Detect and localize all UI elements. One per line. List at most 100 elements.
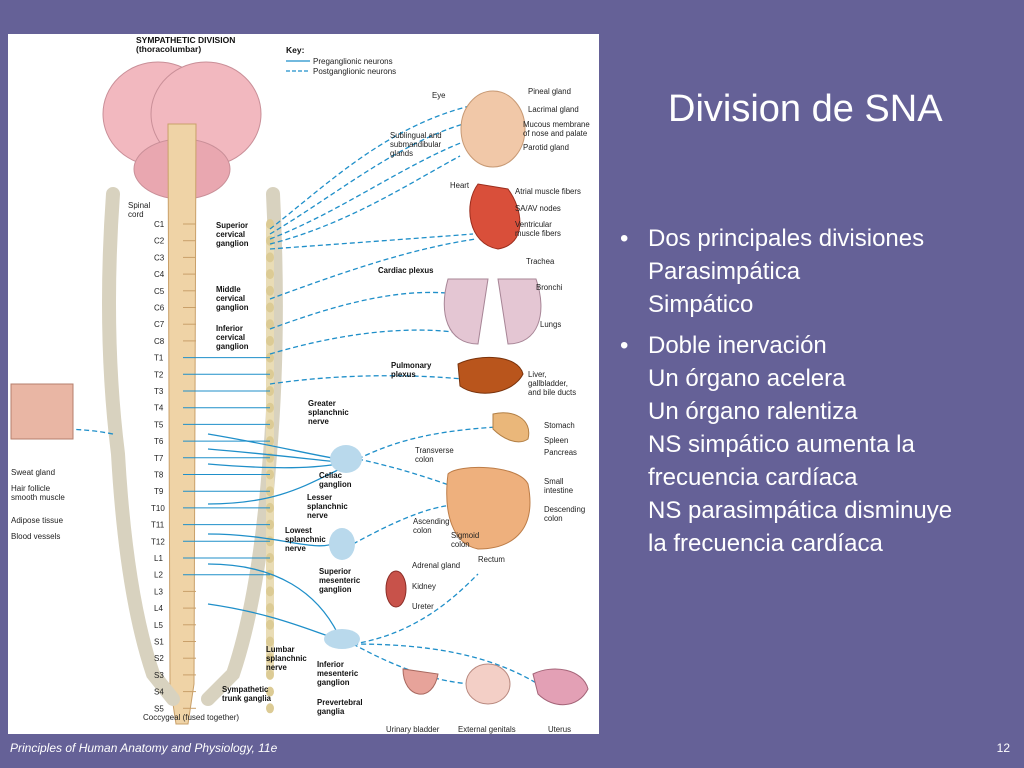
segment-label-t12: T12 xyxy=(151,537,165,546)
segment-label-t3: T3 xyxy=(154,387,164,396)
inferior-cervical-label-3: ganglion xyxy=(216,342,249,351)
heart-label: Heart xyxy=(450,181,470,190)
sympathetic-trunk-label-1: Sympathetic xyxy=(222,685,269,694)
cardiac-plexus-label: Cardiac plexus xyxy=(378,266,434,275)
ascending-label-2: colon xyxy=(413,526,432,535)
descending-label-2: colon xyxy=(544,514,563,523)
key-post-label: Postganglionic neurons xyxy=(313,67,396,76)
lungs-label: Lungs xyxy=(540,320,561,329)
superior-mesenteric-label-2: mesenteric xyxy=(319,576,361,585)
parotid-label: Parotid gland xyxy=(523,143,569,152)
chain-ganglion-l3 xyxy=(266,586,274,597)
bullet-1-line-3: Simpático xyxy=(648,291,754,318)
segment-label-t6: T6 xyxy=(154,437,164,446)
spleen-label: Spleen xyxy=(544,436,568,445)
coccygeal-label: Coccygeal (fused together) xyxy=(143,713,239,722)
adrenal-label: Adrenal gland xyxy=(412,561,460,570)
segment-label-t1: T1 xyxy=(154,354,164,363)
head-shape xyxy=(460,90,526,168)
diagram-svg: SYMPATHETIC DIVISION (thoracolumbar) Key… xyxy=(10,35,590,734)
inferior-cervical-label-2: cervical xyxy=(216,333,245,342)
lumbar-splanchnic-label-3: nerve xyxy=(266,663,287,672)
chain-ganglion-s4 xyxy=(266,686,274,697)
inferior-mesenteric-label-2: mesenteric xyxy=(317,669,359,678)
celiac-label-1: Celiac xyxy=(319,471,343,480)
sigmoid-label-2: colon xyxy=(451,540,470,549)
genitals-label: External genitals xyxy=(458,725,516,734)
kidney-label: Kidney xyxy=(412,582,436,591)
lowest-splanchnic-label-3: nerve xyxy=(285,544,306,553)
skin-label-hair: Hair follicle xyxy=(11,484,51,493)
heart-shape xyxy=(469,183,521,250)
greater-splanchnic-label-1: Greater xyxy=(308,399,336,408)
lacrimal-label: Lacrimal gland xyxy=(528,105,579,114)
segment-label-l2: L2 xyxy=(154,571,163,580)
segment-label-s4: S4 xyxy=(154,688,164,697)
bullet-2-line-1: Doble inervación xyxy=(648,332,827,359)
chain-ganglion-c5 xyxy=(266,285,274,296)
transverse-label-2: colon xyxy=(415,455,434,464)
intestine-shape xyxy=(446,466,531,550)
bladder-label: Urinary bladder xyxy=(386,725,440,734)
segment-label-c7: C7 xyxy=(154,320,165,329)
segment-label-t8: T8 xyxy=(154,471,164,480)
segment-label-c1: C1 xyxy=(154,220,165,229)
key-pre-label: Preganglionic neurons xyxy=(313,57,393,66)
descending-label-1: Descending xyxy=(544,505,585,514)
chain-ganglion-s3 xyxy=(266,669,274,680)
greater-splanchnic-label-3: nerve xyxy=(308,417,329,426)
superior-mesenteric-ganglion-shape xyxy=(329,528,355,560)
prevertebral-label-1: Prevertebral xyxy=(317,698,363,707)
skin-label-sweat: Sweat gland xyxy=(11,468,55,477)
stomach-shape xyxy=(492,412,530,443)
segment-label-c3: C3 xyxy=(154,253,165,262)
segment-lines xyxy=(183,223,270,709)
segment-labels: C1C2C3C4C5C6C7C8T1T2T3T4T5T6T7T8T9T10T11… xyxy=(151,220,165,713)
pulmonary-plexus-label-2: plexus xyxy=(391,370,416,379)
bullet-2-line-2: Un órgano acelera xyxy=(648,365,846,392)
sigmoid-label-1: Sigmoid xyxy=(451,531,479,540)
prevertebral-label-2: ganglia xyxy=(317,707,345,716)
lung-right-shape xyxy=(497,278,542,345)
segment-label-s2: S2 xyxy=(154,654,164,663)
ventricular-label-2: muscle fibers xyxy=(515,229,561,238)
genitals-shape xyxy=(465,663,511,705)
vertebral-outline-left xyxy=(102,187,180,706)
superior-cervical-label-2: cervical xyxy=(216,230,245,239)
bullet-item-2: • Doble inervación Un órgano acelera Un … xyxy=(620,329,1020,560)
lesser-splanchnic-label-3: nerve xyxy=(307,511,328,520)
liver-label-2: gallbladder, xyxy=(528,379,568,388)
uterus-shape xyxy=(532,668,589,706)
bronchi-label: Bronchi xyxy=(536,283,563,292)
atrial-label: Atrial muscle fibers xyxy=(515,187,581,196)
chain-ganglion-c7 xyxy=(266,319,274,330)
neuron-pathways xyxy=(47,103,539,685)
bullet-2-line-7: la frecuencia cardíaca xyxy=(648,530,883,557)
greater-splanchnic-label-2: splanchnic xyxy=(308,408,349,417)
chain-ganglion-c3 xyxy=(266,252,274,263)
bullet-marker: • xyxy=(620,332,629,359)
liver-label-1: Liver, xyxy=(528,370,547,379)
sympathetic-trunk-label-2: trunk ganglia xyxy=(222,694,272,703)
ascending-label-1: Ascending xyxy=(413,517,449,526)
bullet-item-1: • Dos principales divisiones Parasimpáti… xyxy=(620,222,1020,321)
lumbar-splanchnic-label-1: Lumbar xyxy=(266,645,295,654)
segment-label-l5: L5 xyxy=(154,621,163,630)
bladder-shape xyxy=(402,668,439,695)
rectum-label: Rectum xyxy=(478,555,505,564)
skin-block-shape xyxy=(10,383,74,440)
segment-label-c6: C6 xyxy=(154,304,165,313)
stomach-label: Stomach xyxy=(544,421,575,430)
segment-label-s3: S3 xyxy=(154,671,164,680)
segment-label-l4: L4 xyxy=(154,604,163,613)
middle-cervical-label-1: Middle xyxy=(216,285,241,294)
segment-label-t7: T7 xyxy=(154,454,164,463)
segment-label-t9: T9 xyxy=(154,487,164,496)
segment-label-s1: S1 xyxy=(154,638,164,647)
middle-cervical-label-2: cervical xyxy=(216,294,245,303)
uterus-label: Uterus xyxy=(548,725,571,734)
liver-shape xyxy=(457,356,524,394)
saav-label: SA/AV nodes xyxy=(515,204,561,213)
segment-label-c8: C8 xyxy=(154,337,165,346)
segment-label-t11: T11 xyxy=(151,521,165,530)
